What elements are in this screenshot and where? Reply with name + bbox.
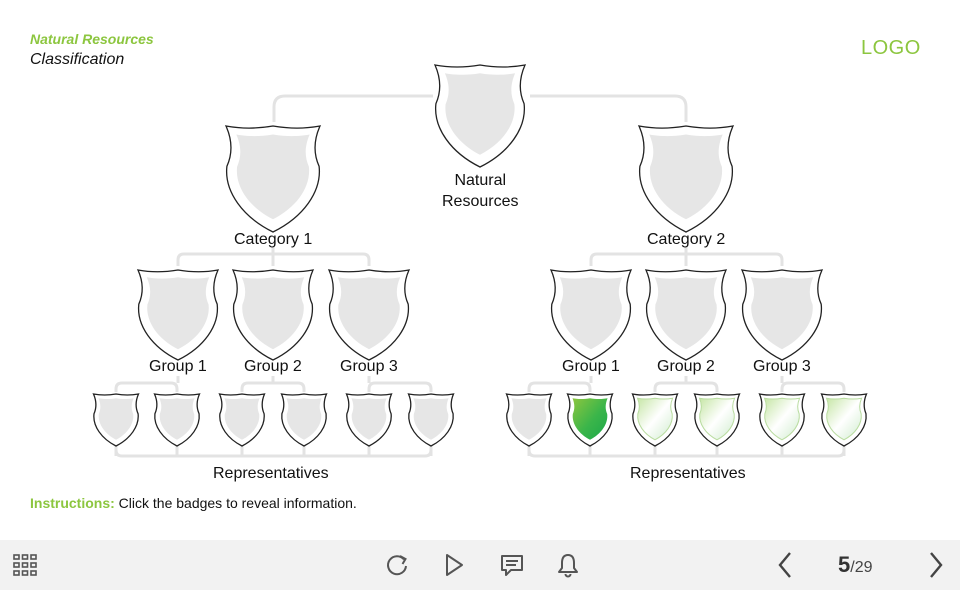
player-toolbar: 5/29: [0, 540, 960, 590]
category-1-representative-5-badge[interactable]: [345, 393, 393, 447]
category-1-representatives-label: Representatives: [213, 465, 329, 482]
category-2-representative-2-badge[interactable]: [566, 393, 614, 447]
category-1-group-2-label: Group 2: [244, 358, 302, 375]
category-1-group-1-label: Group 1: [149, 358, 207, 375]
category-2-representative-6-badge[interactable]: [820, 393, 868, 447]
connector-line: [272, 94, 433, 122]
category-2-group-2-label: Group 2: [657, 358, 715, 375]
connector-line: [780, 381, 846, 392]
category-1-representative-4-badge[interactable]: [280, 393, 328, 447]
connector-line: [240, 381, 306, 392]
connector-lines: [114, 94, 846, 458]
page-counter: 5/29: [838, 552, 873, 578]
chevron-right-icon[interactable]: [920, 550, 950, 580]
category-2-representative-4-badge[interactable]: [693, 393, 741, 447]
category-1-group-1-badge[interactable]: [136, 269, 220, 361]
current-page: 5: [838, 552, 851, 577]
category-2-group-3-label: Group 3: [753, 358, 811, 375]
course-title: Natural Resources: [30, 31, 154, 47]
connector-line: [527, 381, 592, 392]
category-2-badge[interactable]: [637, 125, 735, 233]
category-1-group-3-badge[interactable]: [327, 269, 411, 361]
connector-line: [530, 94, 688, 122]
category-1-representative-3-badge[interactable]: [218, 393, 266, 447]
grid-menu-icon[interactable]: [10, 550, 40, 580]
slide-subtitle: Classification: [30, 51, 125, 68]
connector-line: [653, 381, 719, 392]
category-2-representative-3-badge[interactable]: [631, 393, 679, 447]
category-2-label: Category 2: [647, 231, 726, 248]
category-1-label: Category 1: [234, 231, 313, 248]
root-badge[interactable]: [433, 64, 527, 168]
connector-line: [114, 444, 433, 458]
connector-line: [114, 381, 179, 392]
category-1-representative-2-badge[interactable]: [153, 393, 201, 447]
category-2-group-1-badge[interactable]: [549, 269, 633, 361]
category-2-group-2-badge[interactable]: [644, 269, 728, 361]
category-1-group-2-badge[interactable]: [231, 269, 315, 361]
total-pages: /29: [850, 559, 873, 576]
replay-icon[interactable]: [382, 550, 412, 580]
notes-icon[interactable]: [497, 550, 527, 580]
instructions: Instructions: Click the badges to reveal…: [30, 495, 357, 511]
category-1-badge[interactable]: [224, 125, 322, 233]
bell-icon[interactable]: [553, 550, 583, 580]
category-2-representative-5-badge[interactable]: [758, 393, 806, 447]
instructions-text: Click the badges to reveal information.: [114, 495, 357, 511]
category-1-representative-6-badge[interactable]: [407, 393, 455, 447]
instructions-prefix: Instructions:: [30, 495, 115, 511]
connector-line: [367, 381, 433, 392]
category-2-group-1-label: Group 1: [562, 358, 620, 375]
category-2-representatives-label: Representatives: [630, 465, 746, 482]
classification-tree: [92, 64, 868, 458]
connector-line: [527, 444, 846, 458]
category-1-representative-1-badge[interactable]: [92, 393, 140, 447]
play-icon[interactable]: [439, 550, 469, 580]
category-1-group-3-label: Group 3: [340, 358, 398, 375]
logo: LOGO: [861, 37, 921, 59]
chevron-left-icon[interactable]: [771, 550, 801, 580]
category-2-group-3-badge[interactable]: [740, 269, 824, 361]
category-2-representative-1-badge[interactable]: [505, 393, 553, 447]
